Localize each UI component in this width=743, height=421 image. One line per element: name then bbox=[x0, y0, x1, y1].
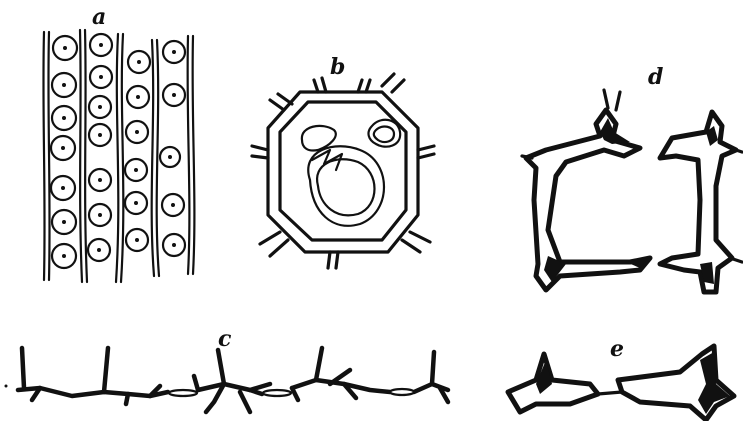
panel-d-walls bbox=[522, 90, 742, 292]
pit bbox=[52, 106, 76, 130]
pit bbox=[160, 147, 180, 167]
pit bbox=[127, 86, 149, 108]
panel-d: d bbox=[522, 64, 742, 292]
panel-b: b bbox=[252, 54, 434, 268]
panel-c-wall bbox=[18, 348, 448, 412]
pit bbox=[53, 36, 77, 60]
pit bbox=[89, 96, 111, 118]
panel-c-label: c bbox=[218, 326, 232, 352]
pit bbox=[126, 121, 148, 143]
pit bbox=[90, 34, 112, 56]
panel-e-label: e bbox=[610, 336, 624, 362]
pit bbox=[125, 159, 147, 181]
panel-c: c bbox=[5, 326, 449, 412]
pit bbox=[89, 124, 111, 146]
panel-e: e bbox=[508, 336, 734, 420]
pit bbox=[163, 84, 185, 106]
pit bbox=[52, 244, 76, 268]
pit bbox=[90, 66, 112, 88]
panel-a-label: a bbox=[92, 4, 106, 30]
pit bbox=[52, 73, 76, 97]
pit bbox=[163, 234, 185, 256]
pit bbox=[88, 239, 110, 261]
pit bbox=[51, 136, 75, 160]
pit bbox=[162, 194, 184, 216]
panel-d-label: d bbox=[648, 64, 663, 90]
pit bbox=[163, 41, 185, 63]
pit bbox=[51, 176, 75, 200]
panel-a: a bbox=[43, 4, 194, 282]
pit bbox=[89, 169, 111, 191]
panel-b-lumina bbox=[302, 120, 400, 226]
pit bbox=[126, 229, 148, 251]
panel-b-label: b bbox=[330, 54, 345, 80]
pit bbox=[128, 51, 150, 73]
pit bbox=[52, 210, 76, 234]
pit bbox=[125, 192, 147, 214]
pit bbox=[89, 204, 111, 226]
